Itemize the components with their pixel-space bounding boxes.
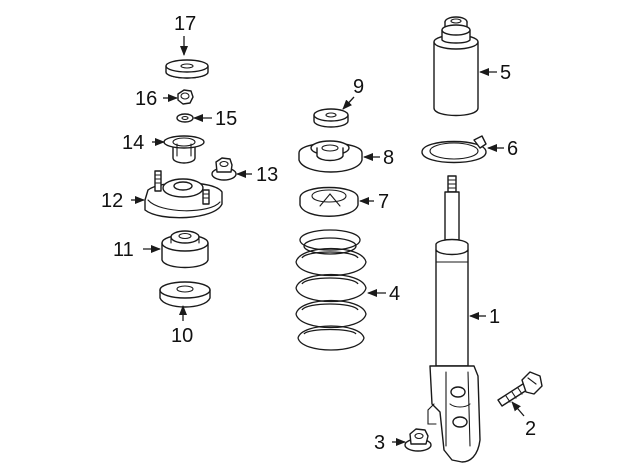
part-11-bushing: [161, 230, 209, 269]
callout-1: 1: [489, 306, 500, 328]
part-14-bushing: [163, 135, 205, 164]
callout-14: 14: [122, 132, 144, 154]
callout-8: 8: [383, 147, 394, 169]
part-17-washer: [165, 59, 209, 79]
callout-11: 11: [113, 239, 134, 261]
callout-2: 2: [525, 418, 536, 440]
part-8-upper-spring-seat: [298, 140, 363, 173]
part-1-strut: [427, 175, 481, 463]
part-5-bump-stop: [433, 16, 479, 117]
callout-10: 10: [171, 325, 193, 347]
callout-15: 15: [215, 108, 237, 130]
part-7-spring-isolator: [299, 186, 359, 217]
part-12-strut-mount: [144, 170, 223, 219]
callout-12: 12: [101, 190, 123, 212]
callout-labels: 17 16 15 14 13 12 11 10 9 8 7 4 5 6 1 2 …: [101, 13, 536, 454]
part-15-washer: [176, 113, 194, 123]
part-10-washer: [159, 281, 211, 308]
part-4-coil-spring: [295, 229, 367, 351]
part-2-bolt: [497, 371, 543, 407]
callout-leaders: [131, 36, 525, 446]
callout-9: 9: [353, 76, 364, 98]
callout-6: 6: [507, 138, 518, 160]
callout-17: 17: [174, 13, 196, 35]
part-6-spring-seat: [421, 135, 487, 164]
callout-3: 3: [374, 432, 385, 454]
part-3-flange-nut: [404, 428, 432, 452]
part-13-flange-nut: [211, 157, 237, 181]
part-16-nut: [177, 89, 194, 105]
callout-4: 4: [389, 283, 400, 305]
callout-7: 7: [378, 191, 389, 213]
callout-13: 13: [256, 164, 278, 186]
callout-5: 5: [500, 62, 511, 84]
part-9-washer: [313, 108, 349, 128]
callout-16: 16: [135, 88, 157, 110]
